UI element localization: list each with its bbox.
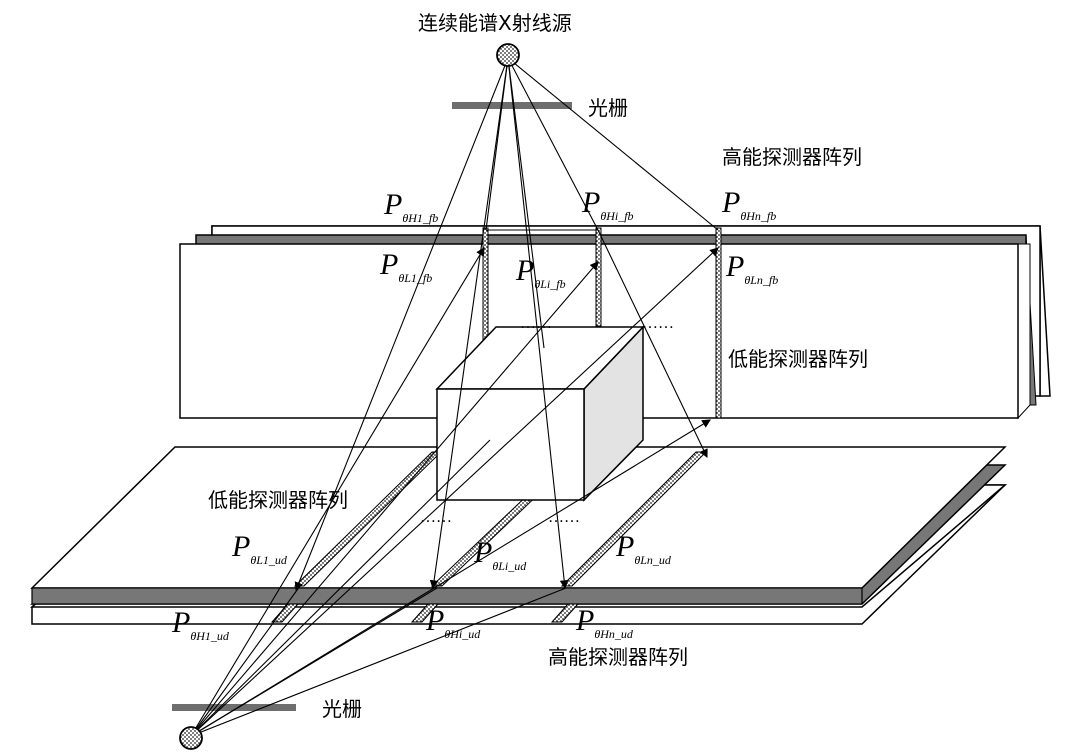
back-plate-front-shade: [1017, 243, 1031, 420]
proj-ln-fb: PθLn_fb: [725, 250, 778, 287]
ellipsis-back-2: ……: [642, 315, 674, 332]
proj-h1-ud: PθH1_ud: [171, 606, 230, 643]
low-array-bottom-label: 低能探测器阵列: [208, 488, 348, 512]
top-grating-label: 光栅: [588, 96, 628, 120]
ellipsis-back-1: ……: [520, 315, 552, 332]
back-detector-column-n: [715, 227, 722, 419]
ellipsis-bottom-2: ……: [548, 509, 580, 526]
bottom-lower-strip-n: [550, 603, 580, 623]
source-label: 连续能谱X射线源: [418, 11, 572, 35]
back-detector-column-1: [482, 227, 489, 351]
top-grating: [452, 102, 572, 109]
bottom-lower-strip-i: [410, 603, 440, 623]
back-detector-column-i: [595, 227, 602, 327]
high-array-back-label: 高能探测器阵列: [722, 145, 862, 169]
proj-ln-ud: PθLn_ud: [615, 530, 672, 567]
projection-labels: PθH1_fb PθHi_fb PθHn_fb PθL1_fb PθLi_fb …: [171, 186, 778, 643]
proj-l1-fb: PθL1_fb: [379, 248, 432, 285]
proj-h1-fb: PθH1_fb: [383, 188, 438, 225]
proj-li-fb: PθLi_fb: [515, 254, 566, 291]
low-array-back-label: 低能探测器阵列: [728, 347, 868, 371]
bottom-plate-middle-edge: [31, 587, 863, 605]
bottom-detector-plates: [29, 446, 1008, 625]
bottom-source-rays: [190, 247, 719, 737]
proj-hi-ud: PθHi_ud: [425, 604, 481, 641]
top-xray-source-icon: [496, 43, 520, 67]
proj-hn-ud: PθHn_ud: [575, 604, 634, 641]
object-front: [436, 388, 585, 501]
bottom-grating: [172, 704, 296, 711]
proj-li-ud: PθLi_ud: [473, 536, 527, 573]
proj-hn-fb: PθHn_fb: [721, 186, 776, 223]
bottom-grating-label: 光栅: [322, 697, 362, 721]
proj-hi-fb: PθHi_fb: [581, 186, 634, 223]
bottom-xray-source-icon: [179, 726, 203, 750]
ellipsis-bottom-1: ……: [420, 509, 452, 526]
high-array-bottom-label: 高能探测器阵列: [548, 645, 688, 669]
proj-l1-ud: PθL1_ud: [231, 530, 288, 567]
